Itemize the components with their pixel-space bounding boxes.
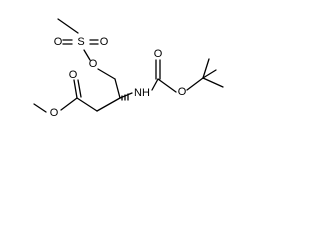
bond-cco-o-b xyxy=(77,79,82,98)
bond-cco-o-a xyxy=(73,79,78,99)
atom-s: S xyxy=(77,36,84,48)
atom-o-tbu: O xyxy=(178,86,187,98)
atom-o-carbamate-carbonyl: O xyxy=(154,48,163,60)
bond-cq-me3 xyxy=(202,69,217,79)
bond-o-ch2 xyxy=(97,68,116,80)
bond-ch2b-cco xyxy=(76,97,98,112)
bond-methyl-s xyxy=(57,18,79,34)
bond-cq-me2 xyxy=(202,77,224,88)
bond-ch2-c3 xyxy=(114,78,121,99)
atom-o-sulfonyl-left: O xyxy=(54,36,63,48)
molecule-structure: S O O O O O NH O O xyxy=(33,18,224,119)
structure-canvas: S O O O O O NH O O xyxy=(0,0,252,142)
bond-nh-ccarb xyxy=(151,78,159,91)
bond-cco-oester xyxy=(60,97,78,111)
stereo-wedge xyxy=(121,93,129,101)
bonds xyxy=(33,18,224,113)
bond-c3-ch2b xyxy=(96,97,121,112)
atom-o-ester-carbonyl: O xyxy=(69,69,78,81)
bond-s-o-mesyl xyxy=(83,49,91,61)
bond-ccarb-otbu xyxy=(157,78,177,93)
atom-o-ester: O xyxy=(50,107,59,119)
bond-otbu-cq xyxy=(186,77,204,91)
atom-nh: NH xyxy=(134,87,150,99)
atom-o-sulfonyl-right: O xyxy=(100,36,109,48)
atom-labels: S O O O O O NH O O xyxy=(50,36,187,119)
bond-cq-me1 xyxy=(202,58,210,79)
atom-o-mesylate: O xyxy=(89,58,98,70)
bond-oester-methyl xyxy=(33,103,47,113)
